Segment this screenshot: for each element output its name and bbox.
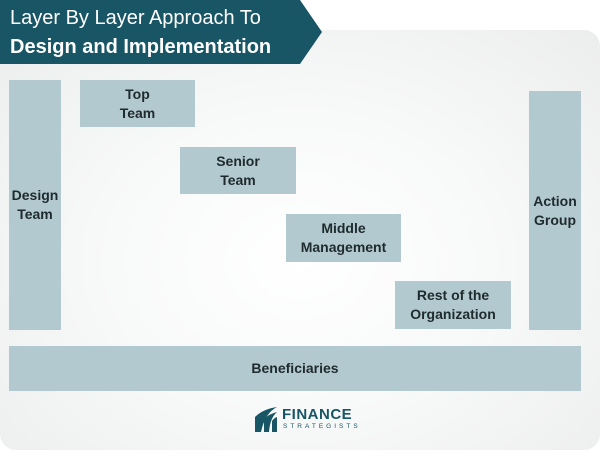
finance-strategists-logo-icon [255, 407, 277, 432]
beneficiaries-label: Beneficiaries [251, 360, 339, 376]
rest-of-organization-box: Rest of the Organization [395, 281, 511, 329]
title-line-1: Layer By Layer Approach To [10, 7, 261, 29]
logo-subtitle: STRATEGISTS [283, 423, 361, 430]
action-group-label: Action Group [533, 192, 577, 228]
design-team-label: Design Team [11, 187, 59, 222]
senior-team-label: Senior Team [216, 152, 260, 188]
action-group-box: Action Group [529, 91, 581, 330]
senior-team-box: Senior Team [180, 147, 296, 194]
rest-of-organization-label: Rest of the Organization [410, 287, 496, 322]
beneficiaries-box: Beneficiaries [9, 346, 581, 391]
title-banner: Layer By Layer Approach To Design and Im… [0, 0, 322, 64]
title-line-2: Design and Implementation [10, 36, 272, 58]
finance-strategists-logo: FINANCE STRATEGISTS [253, 405, 358, 435]
middle-management-box: Middle Management [286, 214, 401, 262]
top-team-box: Top Team [80, 80, 195, 127]
top-team-label: Top Team [119, 85, 156, 121]
design-team-box: Design Team [9, 80, 61, 330]
middle-management-label: Middle Management [300, 220, 387, 255]
logo-name: FINANCE [282, 406, 353, 423]
